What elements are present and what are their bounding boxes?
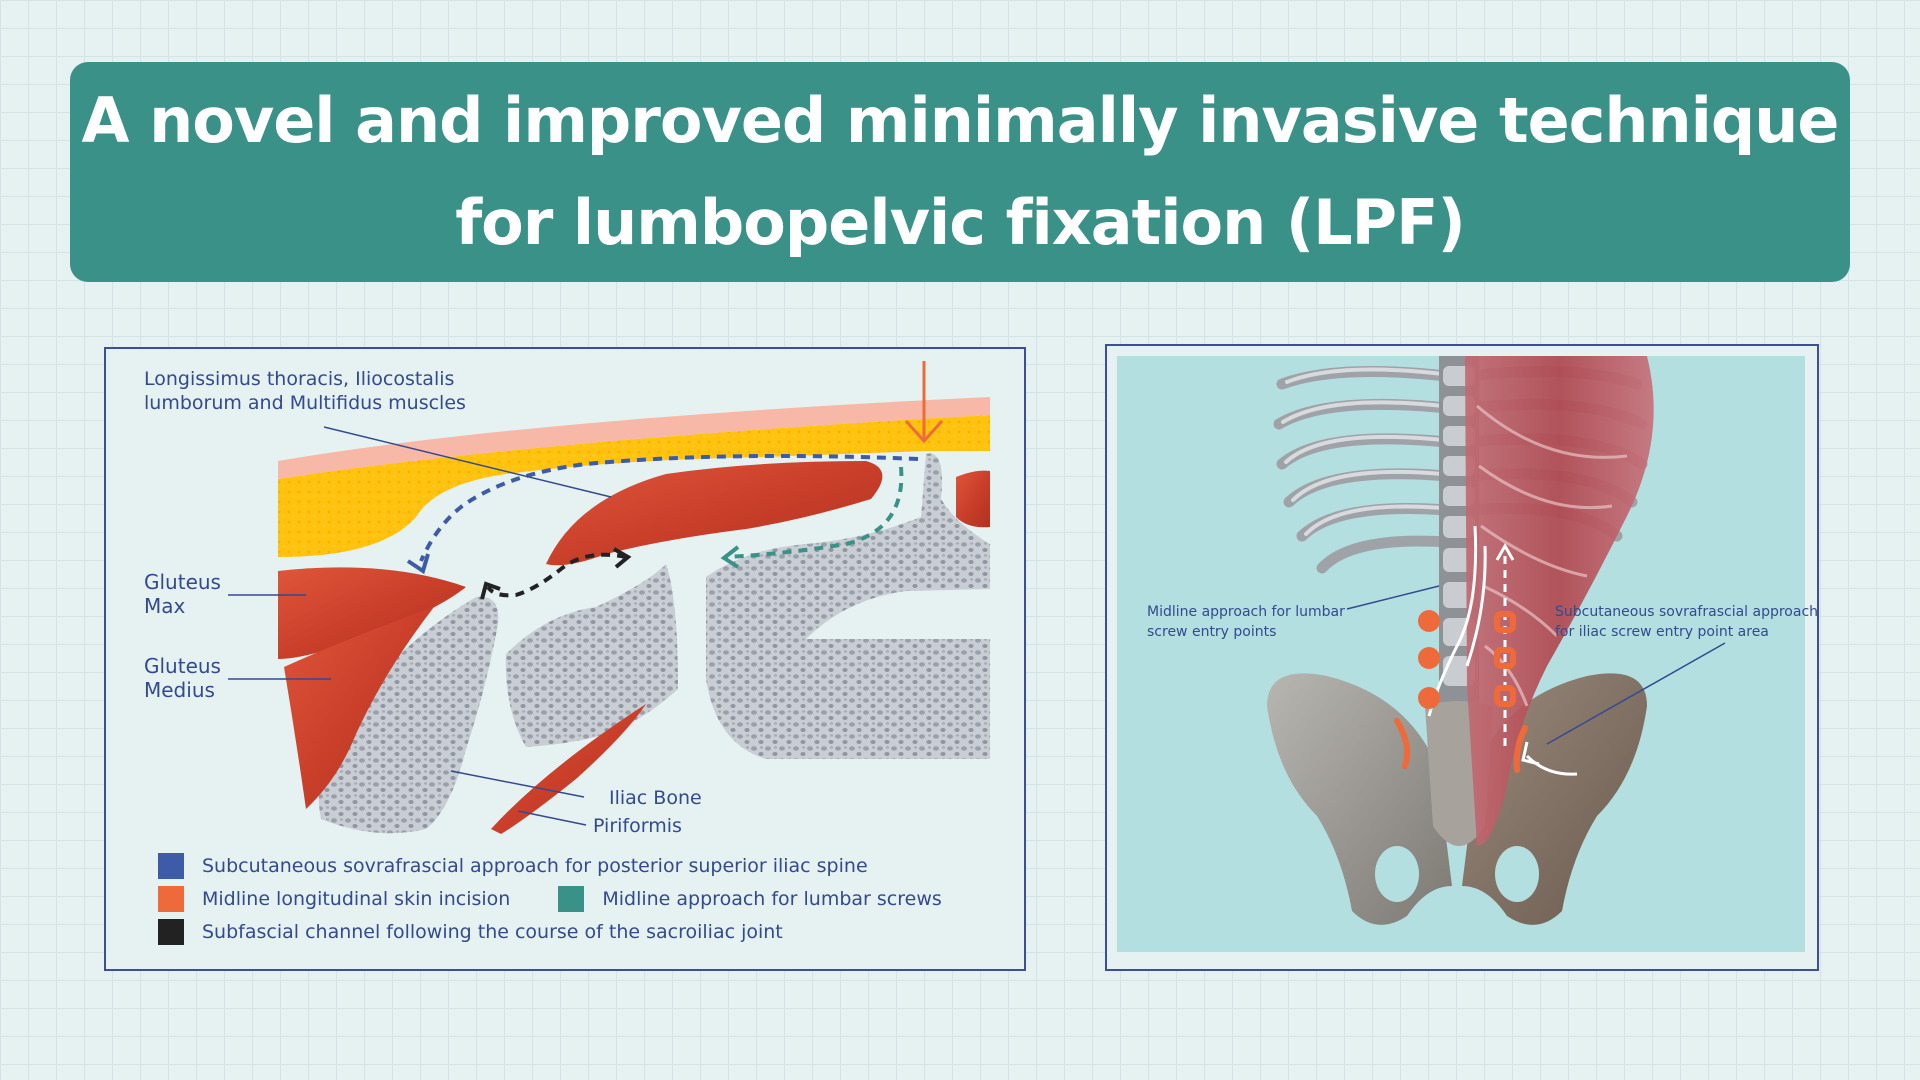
legend-item-teal: Midline approach for lumbar screws — [558, 886, 941, 912]
title-banner: A novel and improved minimally invasive … — [70, 62, 1850, 282]
label-gluteus-medius-line1: Gluteus — [144, 654, 221, 678]
legend-swatch-blue — [158, 853, 184, 879]
legend: Subcutaneous sovrafrascial approach for … — [158, 849, 998, 948]
legend-swatch-teal — [558, 886, 584, 912]
posterior-anatomy-panel: Midline approach for lumbar screw entry … — [1105, 344, 1819, 971]
legend-swatch-black — [158, 919, 184, 945]
legend-row-2: Midline longitudinal skin incision Midli… — [158, 882, 998, 915]
title-line-2: for lumbopelvic fixation (LPF) — [455, 186, 1465, 259]
label-iliac-bone: Iliac Bone — [609, 787, 702, 809]
label-midline-approach-line1: Midline approach for lumbar — [1147, 604, 1345, 620]
legend-label-black: Subfascial channel following the course … — [202, 921, 783, 943]
legend-label-blue: Subcutaneous sovrafrascial approach for … — [202, 855, 868, 877]
label-iliac-approach-line2: for iliac screw entry point area — [1555, 624, 1769, 640]
small-muscle-right — [956, 471, 990, 528]
lumbar-screw-entry-points — [1418, 610, 1440, 709]
right-obturator — [1495, 846, 1539, 902]
label-gluteus-max-line1: Gluteus — [144, 570, 221, 594]
label-piriformis: Piriformis — [593, 815, 682, 837]
cross-section-panel: Longissimus thoracis, Iliocostalis lumbo… — [104, 347, 1026, 971]
left-obturator — [1375, 846, 1419, 902]
label-iliac-approach-line1: Subcutaneous sovrafrascial approach — [1555, 604, 1817, 620]
label-gluteus-medius-line2: Medius — [144, 678, 215, 702]
leader-piriformis — [518, 811, 586, 825]
legend-item-black: Subfascial channel following the course … — [158, 919, 783, 945]
label-midline-approach-line2: screw entry points — [1147, 624, 1276, 640]
legend-label-teal: Midline approach for lumbar screws — [602, 888, 941, 910]
page-title: A novel and improved minimally invasive … — [82, 70, 1839, 274]
label-muscles-line1: Longissimus thoracis, Iliocostalis — [144, 368, 454, 390]
sacrum-shape — [506, 564, 678, 747]
label-gluteus-max-line2: Max — [144, 594, 186, 618]
legend-swatch-orange — [158, 886, 184, 912]
legend-row-3: Subfascial channel following the course … — [158, 915, 998, 948]
legend-item-orange: Midline longitudinal skin incision — [158, 886, 510, 912]
legend-row-1: Subcutaneous sovrafrascial approach for … — [158, 849, 998, 882]
posterior-anatomy-diagram: Midline approach for lumbar screw entry … — [1107, 346, 1817, 969]
label-muscles-line2: lumborum and Multifidus muscles — [144, 392, 466, 414]
legend-label-orange: Midline longitudinal skin incision — [202, 888, 510, 910]
legend-item-blue: Subcutaneous sovrafrascial approach for … — [158, 853, 868, 879]
title-line-1: A novel and improved minimally invasive … — [82, 84, 1839, 157]
